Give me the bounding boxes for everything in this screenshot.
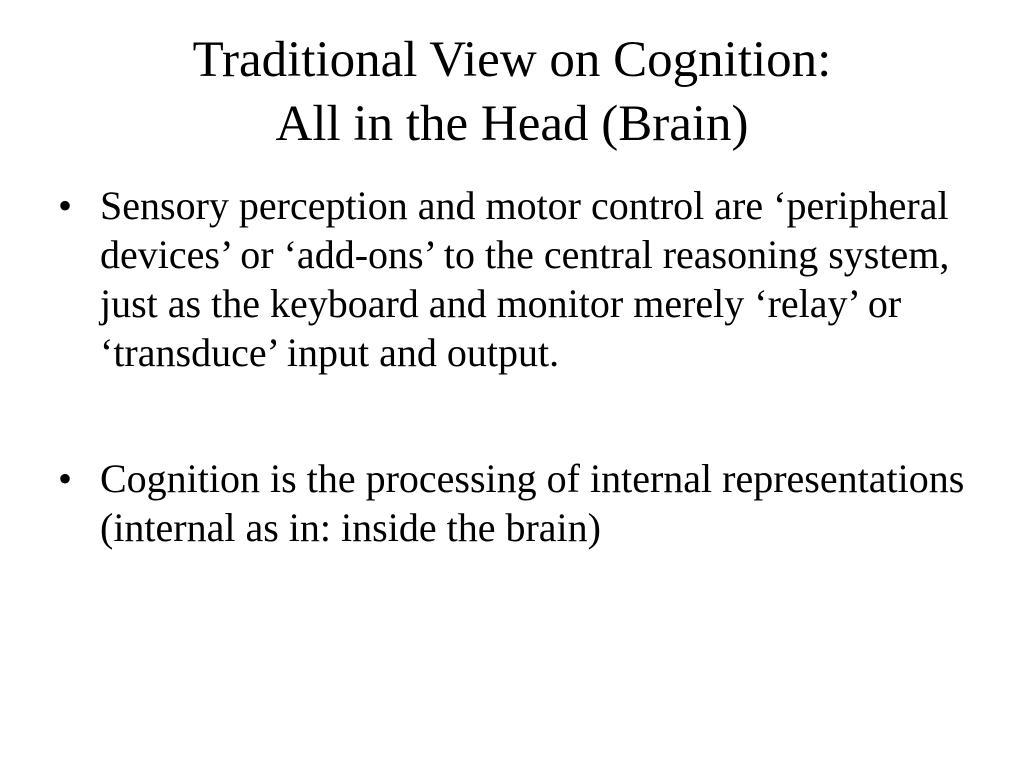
slide-title-line-2: All in the Head (Brain)	[275, 96, 749, 152]
bullet-item-internal-representations: • Cognition is the processing of interna…	[58, 454, 978, 552]
slide-title: Traditional View on Cognition: All in th…	[0, 28, 1024, 156]
bullet-mark: •	[58, 456, 73, 501]
bullet-item-peripheral-devices: • Sensory perception and motor control a…	[58, 181, 978, 377]
bullet-text: Sensory perception and motor control are…	[100, 183, 950, 375]
bullet-mark: •	[58, 183, 73, 228]
bullet-text: Cognition is the processing of internal …	[100, 456, 965, 550]
bullet-list: • Sensory perception and motor control a…	[58, 181, 978, 552]
slide-title-line-1: Traditional View on Cognition:	[192, 32, 832, 88]
